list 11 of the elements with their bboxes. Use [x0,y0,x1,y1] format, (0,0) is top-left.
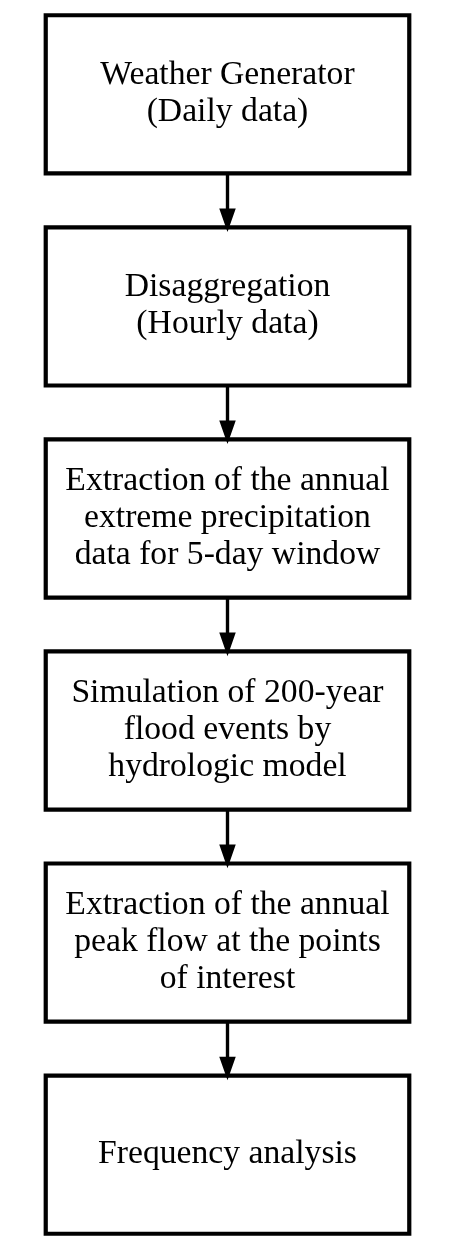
node-box: Extraction of the annual extreme precipitation data for 5-day window [43,437,411,600]
node-box: Frequency analysis [43,1073,411,1236]
node-box: Extraction of the annual peak flow at the points of interest [43,861,411,1024]
arrow [218,1022,236,1081]
node-box: Disaggregation (Hourly data) [43,225,411,388]
node-box: Simulation of 200-year flood events by hydrologic model [43,649,411,812]
node-box: Weather Generator (Daily data) [43,13,411,176]
arrow [218,385,236,445]
arrow [218,809,236,869]
arrow [218,597,236,657]
arrow [218,173,236,233]
